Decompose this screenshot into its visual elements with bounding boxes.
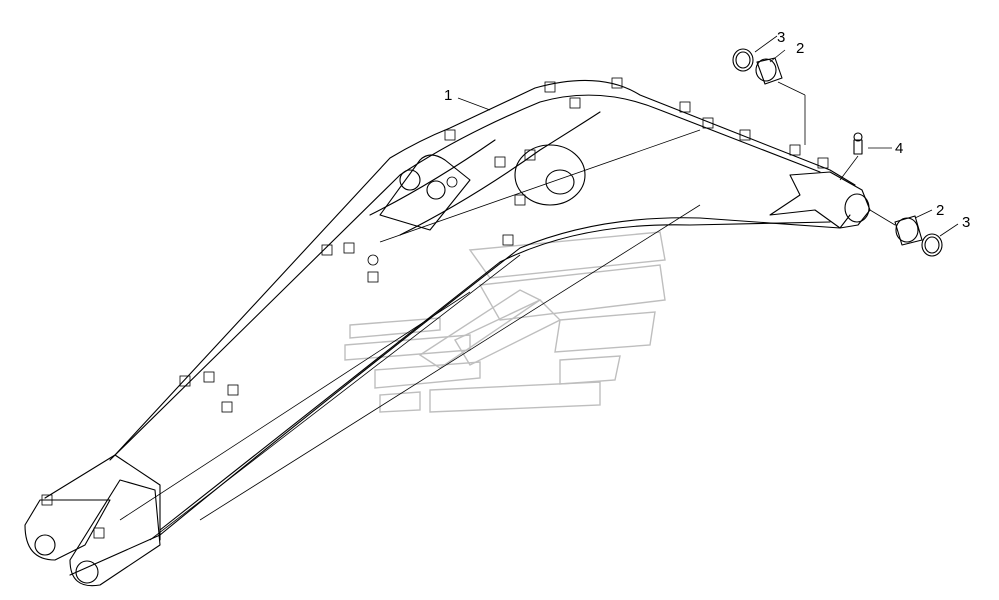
callout-2-upper: 2 [796, 40, 804, 57]
callout-1: 1 [444, 87, 452, 104]
callout-3-upper: 3 [777, 29, 785, 46]
bushing-upper [755, 57, 783, 85]
callout-3-lower: 3 [962, 214, 970, 231]
leader-lines [457, 35, 959, 237]
boom-assembly [24, 77, 871, 587]
grease-nipple [853, 132, 863, 155]
bushing-lower [894, 215, 923, 246]
callouts: 1 2 3 4 2 3 [444, 29, 970, 231]
callout-4: 4 [895, 140, 903, 157]
seal-ring-lower [921, 233, 943, 257]
watermark-logo [344, 231, 666, 413]
seal-ring-upper [732, 48, 754, 72]
callout-2-lower: 2 [936, 202, 944, 219]
